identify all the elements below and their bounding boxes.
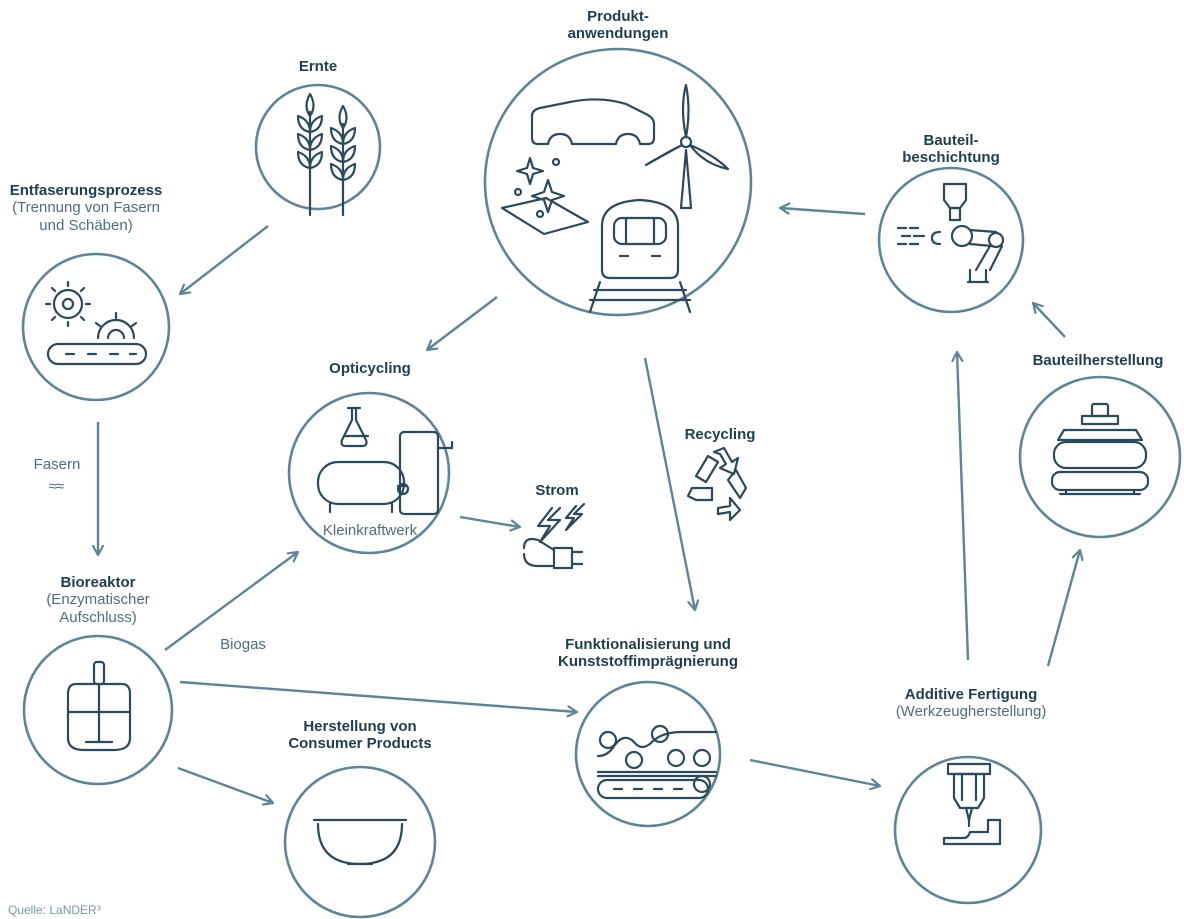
- edge-label-biogas: Biogas: [220, 636, 266, 653]
- edge-label-fasern: Fasern: [33, 456, 81, 473]
- sparkle-surface-icon: [500, 156, 590, 236]
- bioreactor-icon: [66, 660, 132, 752]
- node-funktionalisierung: [574, 680, 722, 828]
- robot-arm-spray-icon: [896, 182, 1005, 284]
- arrow-bioreaktor-funktionalisierung: [179, 680, 577, 712]
- node-additive: [893, 755, 1043, 905]
- beschichtung-title-line1: Bauteil-: [923, 132, 979, 149]
- lightning-plug-icon: [522, 502, 586, 570]
- bioreaktor-subtitle-line2: Aufschluss): [59, 608, 137, 626]
- label-bauteil-beschichtung: Bauteil- beschichtung: [890, 132, 1012, 167]
- produkt-title-line2: anwendungen: [567, 25, 669, 43]
- consumer-title-line2: Consumer Products: [288, 735, 432, 753]
- flask-tank-plant-icon: [316, 406, 454, 516]
- bioreaktor-title: Bioreaktor: [60, 574, 136, 591]
- gears-conveyor-icon: [44, 280, 148, 366]
- wind-turbine-icon: [644, 83, 730, 210]
- arrow-opticycling-strom: [459, 515, 520, 527]
- recycling-title: Recycling: [684, 426, 756, 443]
- fiber-waves-icon: ≈≈: [48, 478, 64, 495]
- source-note: Quelle: LaNDER³: [8, 903, 101, 917]
- beschichtung-title-line2: beschichtung: [902, 149, 1000, 167]
- consumer-title-line1: Herstellung von: [303, 718, 417, 735]
- bauteilherstellung-title: Bauteilherstellung: [1032, 352, 1164, 369]
- arrow-bioreaktor-consumer: [177, 766, 273, 803]
- additive-title: Additive Fertigung: [904, 686, 1038, 703]
- bowl-icon: [312, 818, 408, 866]
- label-ernte: Ernte: [278, 58, 358, 75]
- node-consumer: [283, 765, 437, 919]
- entfaserung-subtitle-line1: (Trennung von Fasern: [12, 199, 160, 217]
- label-bauteilherstellung: Bauteilherstellung: [1014, 352, 1182, 369]
- bioreaktor-subtitle-line1: (Enzymatischer: [46, 591, 150, 609]
- node-opticycling: [287, 391, 451, 555]
- printer-nozzle-icon: [942, 762, 1002, 846]
- node-bauteilbeschichtung: [877, 166, 1025, 314]
- opticycling-title: Opticycling: [329, 360, 411, 377]
- arrow-additive-beschichtung: [957, 352, 970, 661]
- arrow-funktionalisierung-additive: [749, 758, 880, 786]
- node-ernte: [254, 83, 382, 211]
- label-recycling: Recycling: [670, 426, 770, 443]
- label-strom: Strom: [522, 482, 592, 499]
- arrow-additive-bauteilherstellung: [1046, 550, 1080, 667]
- label-bioreaktor: Bioreaktor (Enzymatischer Aufschluss): [18, 574, 178, 626]
- label-additive: Additive Fertigung (Werkzeugherstellung): [866, 686, 1076, 721]
- arrow-produkt-funktionalisierung: [643, 357, 695, 610]
- wheat-icon: [296, 92, 357, 217]
- node-produktanwendungen: [483, 47, 753, 317]
- entfaserung-subtitle-line2: und Schäben): [39, 216, 133, 234]
- strom-title: Strom: [535, 482, 579, 499]
- entfaserung-title: Entfaserungsprozess: [9, 182, 163, 199]
- node-bauteilherstellung: [1018, 375, 1182, 539]
- press-icon: [1050, 402, 1150, 496]
- label-produkt: Produkt- anwendungen: [548, 8, 688, 43]
- rollers-conveyor-icon: [596, 724, 718, 800]
- node-bioreaktor: [22, 634, 174, 786]
- arrow-produkt-opticycling: [427, 296, 498, 350]
- recycling-icon: [686, 446, 748, 522]
- label-opticycling: Opticycling: [314, 360, 426, 377]
- arrow-bauteilherstellung-beschichtung: [1033, 303, 1066, 338]
- funktionalisierung-title-line1: Funktionalisierung und: [565, 636, 731, 653]
- label-funktionalisierung: Funktionalisierung und Kunststoffimprägn…: [532, 636, 764, 671]
- train-icon: [588, 198, 692, 314]
- arrow-beschichtung-produkt: [780, 208, 866, 216]
- label-entfaserung: Entfaserungsprozess (Trennung von Fasern…: [0, 182, 172, 234]
- produkt-title-line1: Produkt-: [587, 8, 649, 25]
- ernte-title: Ernte: [298, 58, 338, 75]
- node-entfaserung: [21, 252, 171, 402]
- arrow-bioreaktor-opticycling: [164, 552, 298, 651]
- opticycling-inner-label: Kleinkraftwerk: [322, 522, 418, 539]
- funktionalisierung-title-line2: Kunststoffimprägnierung: [558, 653, 738, 671]
- car-icon: [530, 98, 656, 146]
- arrow-ernte-entfaserung: [180, 225, 269, 294]
- additive-subtitle: (Werkzeugherstellung): [895, 703, 1047, 721]
- label-consumer: Herstellung von Consumer Products: [272, 718, 448, 753]
